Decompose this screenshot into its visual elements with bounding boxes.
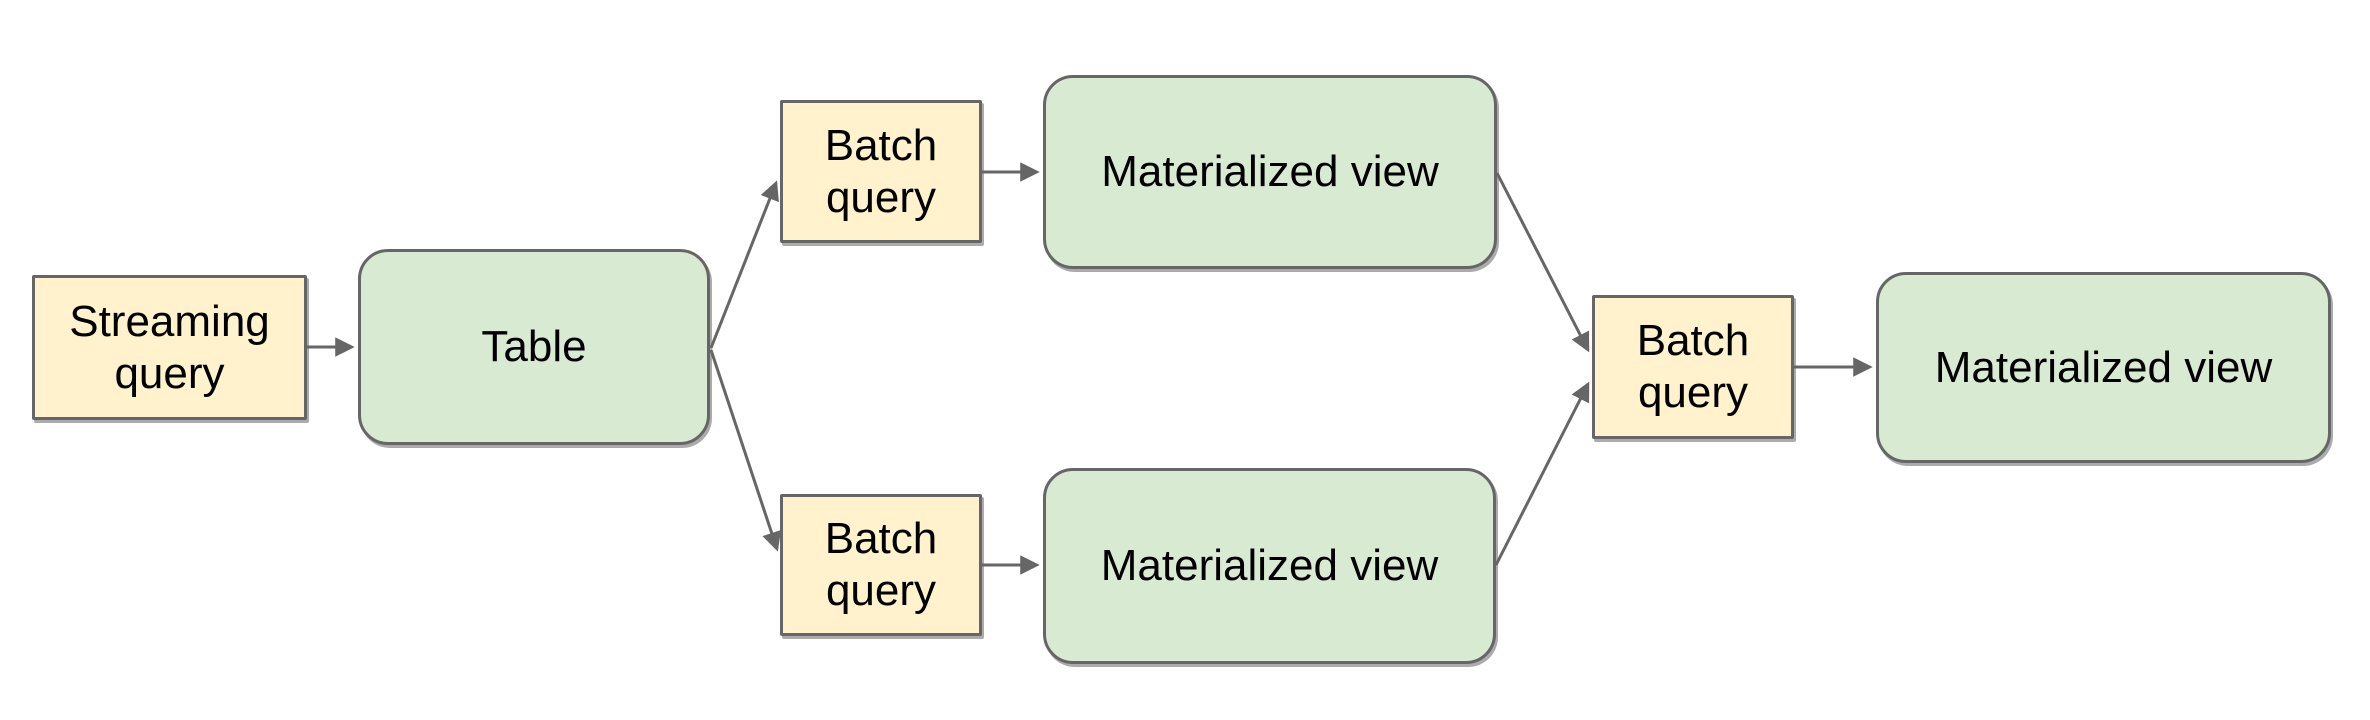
node-table: Table xyxy=(358,249,710,445)
edge-mv-top-to-batch-right xyxy=(1495,172,1590,353)
node-label: Batch query xyxy=(824,514,938,615)
node-batch-query-bottom: Batch query xyxy=(780,494,982,636)
edge-mv-bottom-to-batch-right xyxy=(1494,381,1590,566)
node-label: Streaming query xyxy=(69,296,270,398)
edge-table-to-batch-top xyxy=(709,180,779,349)
node-label: Batch query xyxy=(1636,316,1750,417)
node-batch-query-top: Batch query xyxy=(780,100,982,243)
node-batch-query-right: Batch query xyxy=(1592,295,1794,439)
node-label: Materialized view xyxy=(1934,342,2273,392)
node-materialized-view-top: Materialized view xyxy=(1043,75,1497,269)
node-label: Materialized view xyxy=(1101,147,1439,196)
edge-table-to-batch-bottom xyxy=(709,349,781,552)
node-materialized-view-right: Materialized view xyxy=(1876,272,2331,463)
node-label: Materialized view xyxy=(1100,541,1439,590)
node-label: Table xyxy=(481,322,587,371)
node-streaming-query: Streaming query xyxy=(32,275,307,420)
node-materialized-view-bottom: Materialized view xyxy=(1043,468,1496,664)
node-label: Batch query xyxy=(824,120,938,222)
